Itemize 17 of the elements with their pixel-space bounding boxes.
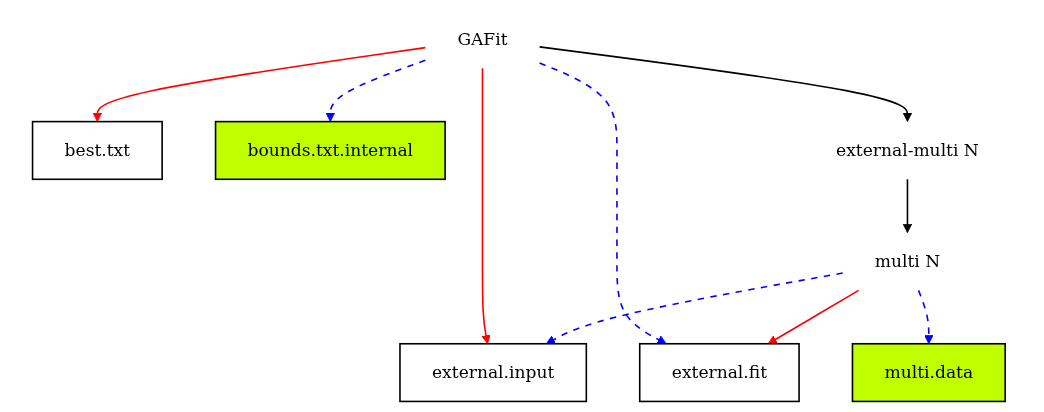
arrow [918,289,934,345]
node-box: external.input [399,342,588,403]
node-box: bounds.txt.internal [215,120,447,181]
node-text: GAFit [457,28,508,49]
arrow [539,46,913,123]
node-box: best.txt [32,120,164,181]
arrow [481,67,491,345]
arrow [546,272,844,345]
node-box: multi.data [851,342,1007,403]
arrow [539,62,667,345]
node-text: multi N [875,250,941,272]
node-box: external.fit [639,342,801,403]
arrow [325,59,427,123]
arrow [903,178,913,234]
node-text: external-multi N [836,139,980,161]
arrow [92,46,427,123]
arrow [768,289,860,345]
